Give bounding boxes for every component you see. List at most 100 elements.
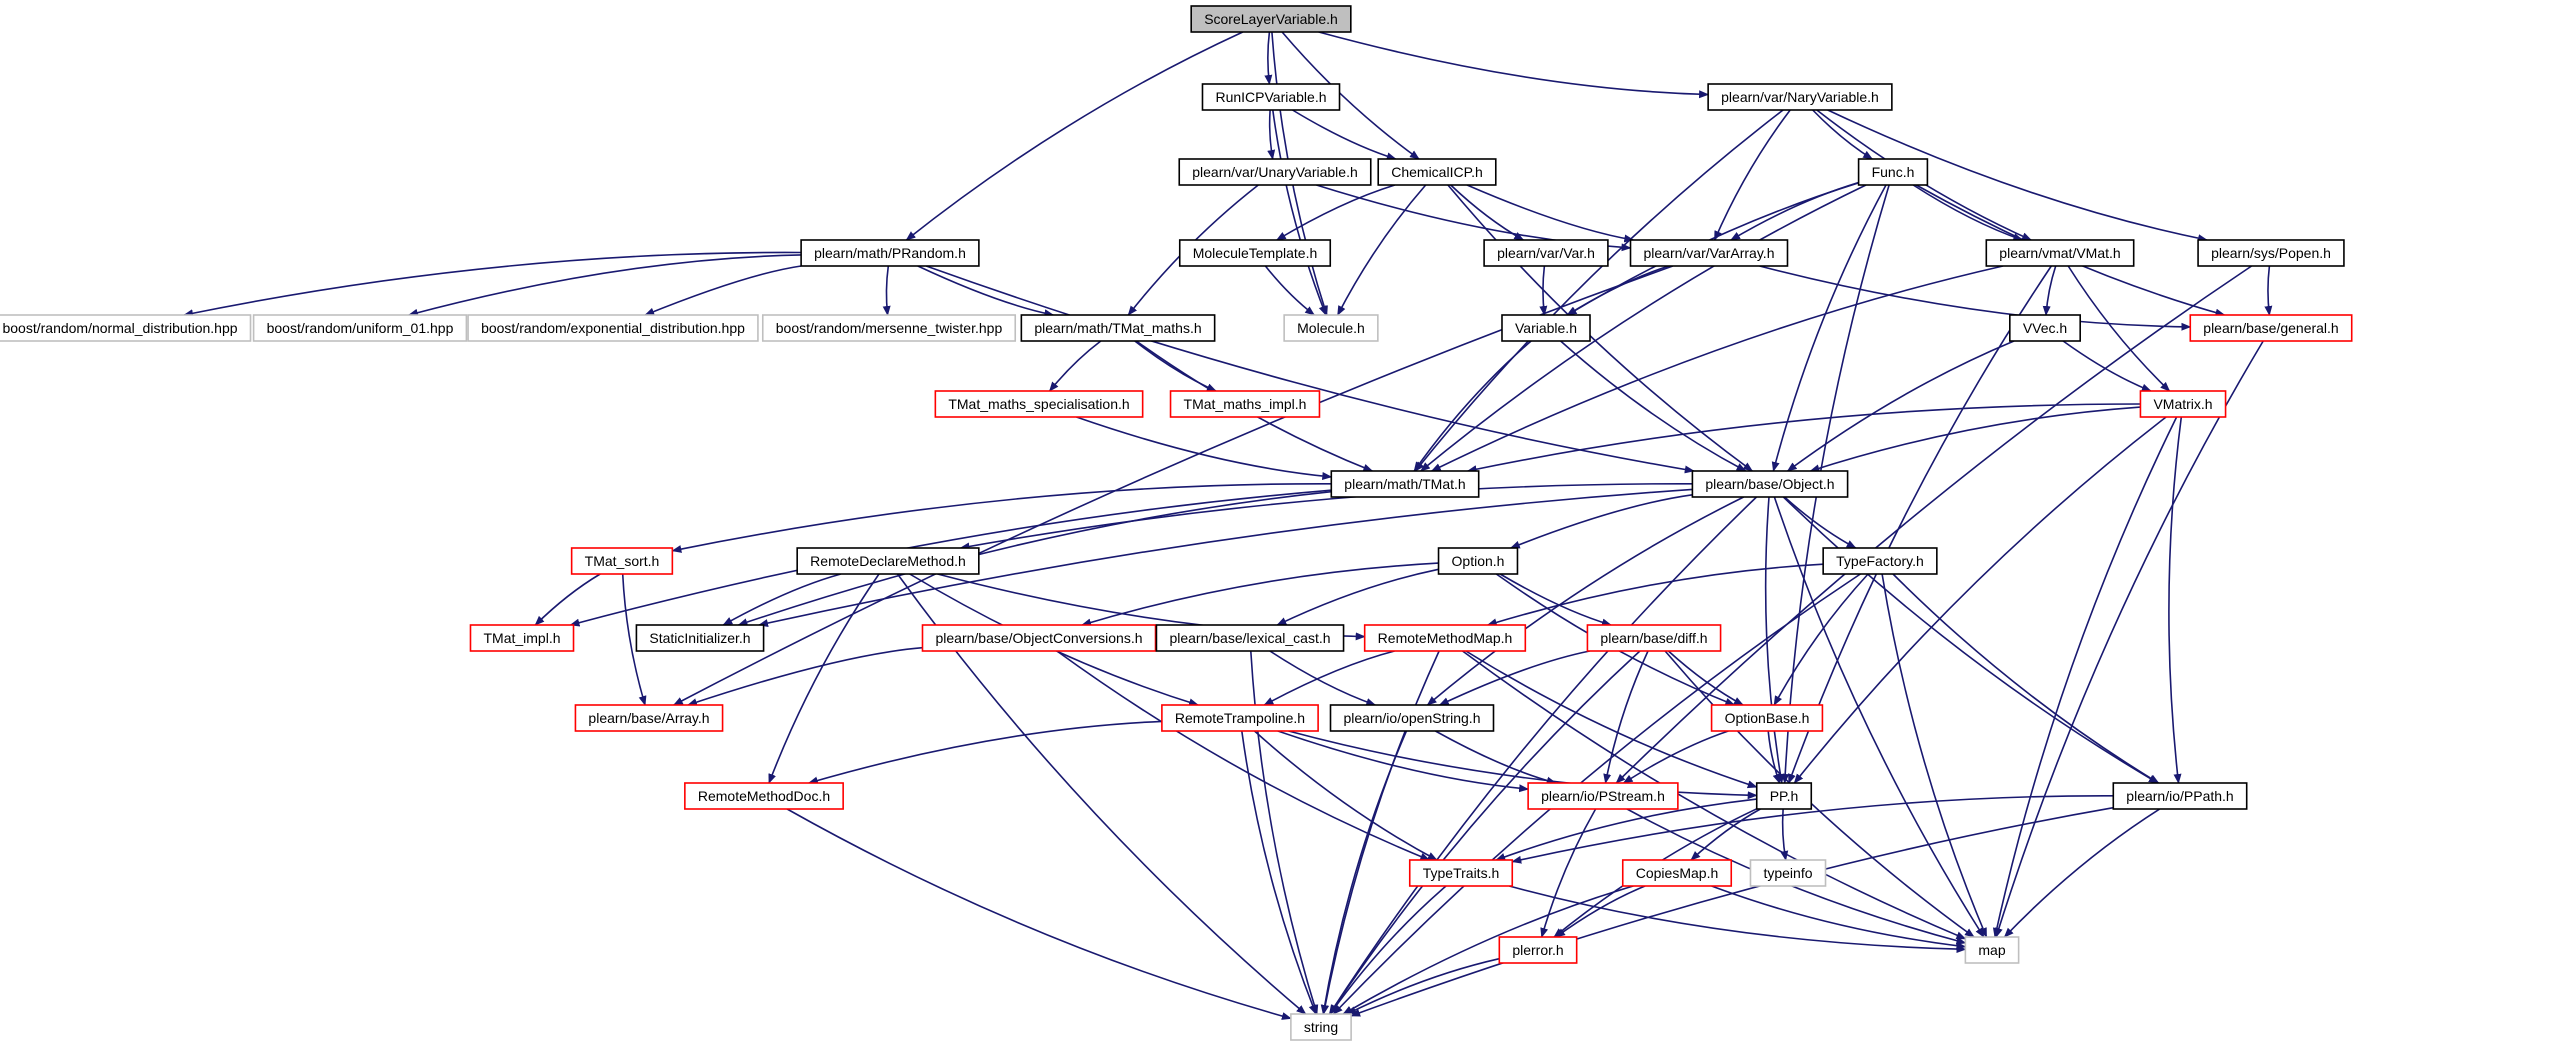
node-label: PP.h [1770, 788, 1799, 804]
node-vmatrix[interactable]: VMatrix.h [2139, 390, 2227, 418]
node-objconv[interactable]: plearn/base/ObjectConversions.h [921, 624, 1157, 652]
edge-remotetramp-to-pstream [1277, 730, 1530, 793]
node-typeinfo[interactable]: typeinfo [1749, 859, 1827, 887]
edge-root-to-naryvar [1318, 31, 1710, 99]
node-func[interactable]: Func.h [1857, 158, 1929, 186]
node-label: plearn/var/Var.h [1497, 245, 1595, 261]
node-optionbase[interactable]: OptionBase.h [1710, 704, 1824, 732]
node-box [1755, 782, 1813, 810]
node-tmat[interactable]: plearn/math/TMat.h [1330, 470, 1480, 498]
node-expdist[interactable]: boost/random/exponential_distribution.hp… [467, 314, 759, 342]
edge-vmatrix-to-ppath [2168, 416, 2183, 784]
node-pstream[interactable]: plearn/io/PStream.h [1527, 782, 1679, 810]
node-varvar[interactable]: plearn/var/Var.h [1483, 239, 1609, 267]
edge-objconv-to-typetraits [1056, 650, 1431, 861]
node-vvec[interactable]: VVec.h [2009, 314, 2081, 342]
edge-tmatmaths-to-tmatimplmaths [1134, 340, 1217, 392]
node-tmatsort[interactable]: TMat_sort.h [570, 547, 674, 575]
node-chemicalicp[interactable]: ChemicalICP.h [1377, 158, 1497, 186]
edge-varvar-to-variable [1539, 265, 1548, 316]
edge-func-to-tmat [1420, 184, 1867, 472]
node-tmatimplmaths[interactable]: TMat_maths_impl.h [1169, 390, 1321, 418]
edge-object-to-openstring [1426, 496, 1745, 706]
node-label: boost/random/exponential_distribution.hp… [481, 320, 745, 336]
node-remotetramp[interactable]: RemoteTrampoline.h [1161, 704, 1319, 732]
node-box [1377, 158, 1497, 186]
node-label: boost/random/mersenne_twister.hpp [776, 320, 1003, 336]
node-box [1178, 158, 1372, 186]
node-map[interactable]: map [1964, 936, 2020, 964]
node-box [1707, 83, 1893, 111]
edge-vmatrix-to-map [1992, 416, 2178, 938]
node-box [684, 782, 844, 810]
edge-prandom-to-object [925, 265, 1695, 474]
edge-pp-to-typeinfo [1780, 808, 1789, 861]
node-mersenne[interactable]: boost/random/mersenne_twister.hpp [761, 314, 1017, 342]
node-prandom[interactable]: plearn/math/PRandom.h [800, 239, 980, 267]
node-variable[interactable]: Variable.h [1501, 314, 1591, 342]
edge-typefactory-to-string [1332, 573, 1861, 1015]
node-runicp[interactable]: RunICPVariable.h [1201, 83, 1341, 111]
node-tmatimpl[interactable]: TMat_impl.h [469, 624, 575, 652]
node-root[interactable]: ScoreLayerVariable.h [1190, 5, 1352, 33]
node-naryvar[interactable]: plearn/var/NaryVariable.h [1707, 83, 1893, 111]
node-box [1710, 704, 1824, 732]
edge-copiesmap-to-map [1711, 885, 1967, 950]
node-tmatmaths[interactable]: plearn/math/TMat_maths.h [1020, 314, 1216, 342]
node-box [252, 314, 468, 342]
node-plerror[interactable]: plerror.h [1498, 936, 1578, 964]
node-box [1749, 859, 1827, 887]
node-tmatspec[interactable]: TMat_maths_specialisation.h [934, 390, 1144, 418]
node-array[interactable]: plearn/base/Array.h [574, 704, 724, 732]
node-box [1527, 782, 1679, 810]
node-label: TMat_maths_impl.h [1184, 396, 1307, 412]
edge-runicp-to-molecule [1272, 109, 1327, 316]
node-box [1691, 470, 1849, 498]
node-vararray[interactable]: plearn/var/VarArray.h [1629, 239, 1789, 267]
node-typefactory[interactable]: TypeFactory.h [1822, 547, 1938, 575]
node-label: TypeFactory.h [1836, 553, 1924, 569]
edge-tmat-to-staticinit [737, 490, 1332, 626]
node-diff[interactable]: plearn/base/diff.h [1586, 624, 1722, 652]
node-pp[interactable]: PP.h [1755, 782, 1813, 810]
node-label: Variable.h [1515, 320, 1577, 336]
node-moltemplate[interactable]: MoleculeTemplate.h [1178, 239, 1332, 267]
node-box [1501, 314, 1591, 342]
edge-object-to-pp [1764, 496, 1785, 784]
node-staticinit[interactable]: StaticInitializer.h [635, 624, 765, 652]
node-normdist[interactable]: boost/random/normal_distribution.hpp [0, 314, 252, 342]
edge-objconv-to-array [687, 646, 923, 706]
node-copiesmap[interactable]: CopiesMap.h [1621, 859, 1733, 887]
edge-lexicalcast-to-string [1250, 650, 1319, 1015]
node-openstring[interactable]: plearn/io/openString.h [1329, 704, 1495, 732]
node-remotedeclare[interactable]: RemoteDeclareMethod.h [796, 547, 980, 575]
node-box [469, 624, 575, 652]
node-option[interactable]: Option.h [1437, 547, 1519, 575]
node-popen[interactable]: plearn/sys/Popen.h [2197, 239, 2345, 267]
node-box [2197, 239, 2345, 267]
node-label: RunICPVariable.h [1215, 89, 1326, 105]
node-box [2009, 314, 2081, 342]
node-typetraits[interactable]: TypeTraits.h [1408, 859, 1514, 887]
node-general[interactable]: plearn/base/general.h [2189, 314, 2353, 342]
edge-naryvar-to-tmat [1414, 109, 1784, 472]
node-remotemethoddoc[interactable]: RemoteMethodDoc.h [684, 782, 844, 810]
edge-chemicalicp-to-object [1447, 184, 1754, 472]
node-remotemethodmap[interactable]: RemoteMethodMap.h [1363, 624, 1527, 652]
node-label: plearn/var/UnaryVariable.h [1192, 164, 1358, 180]
node-label: RemoteDeclareMethod.h [810, 553, 966, 569]
edge-diff-to-pstream [1603, 650, 1649, 784]
node-ppath[interactable]: plearn/io/PPath.h [2112, 782, 2248, 810]
node-lexicalcast[interactable]: plearn/base/lexical_cast.h [1155, 624, 1345, 652]
node-object[interactable]: plearn/base/Object.h [1691, 470, 1849, 498]
node-box [1329, 704, 1495, 732]
node-uniform01[interactable]: boost/random/uniform_01.hpp [252, 314, 468, 342]
node-unaryvar[interactable]: plearn/var/UnaryVariable.h [1178, 158, 1372, 186]
edge-vmat-to-vmatrix [2067, 265, 2171, 392]
edge-tmat-to-tmatsort [671, 482, 1332, 553]
edge-openstring-to-pstream [1435, 730, 1557, 785]
node-string[interactable]: string [1290, 1013, 1352, 1041]
node-molecule[interactable]: Molecule.h [1283, 314, 1379, 342]
node-vmat[interactable]: plearn/vmat/VMat.h [1985, 239, 2135, 267]
edge-typefactory-to-map [1881, 573, 1988, 938]
